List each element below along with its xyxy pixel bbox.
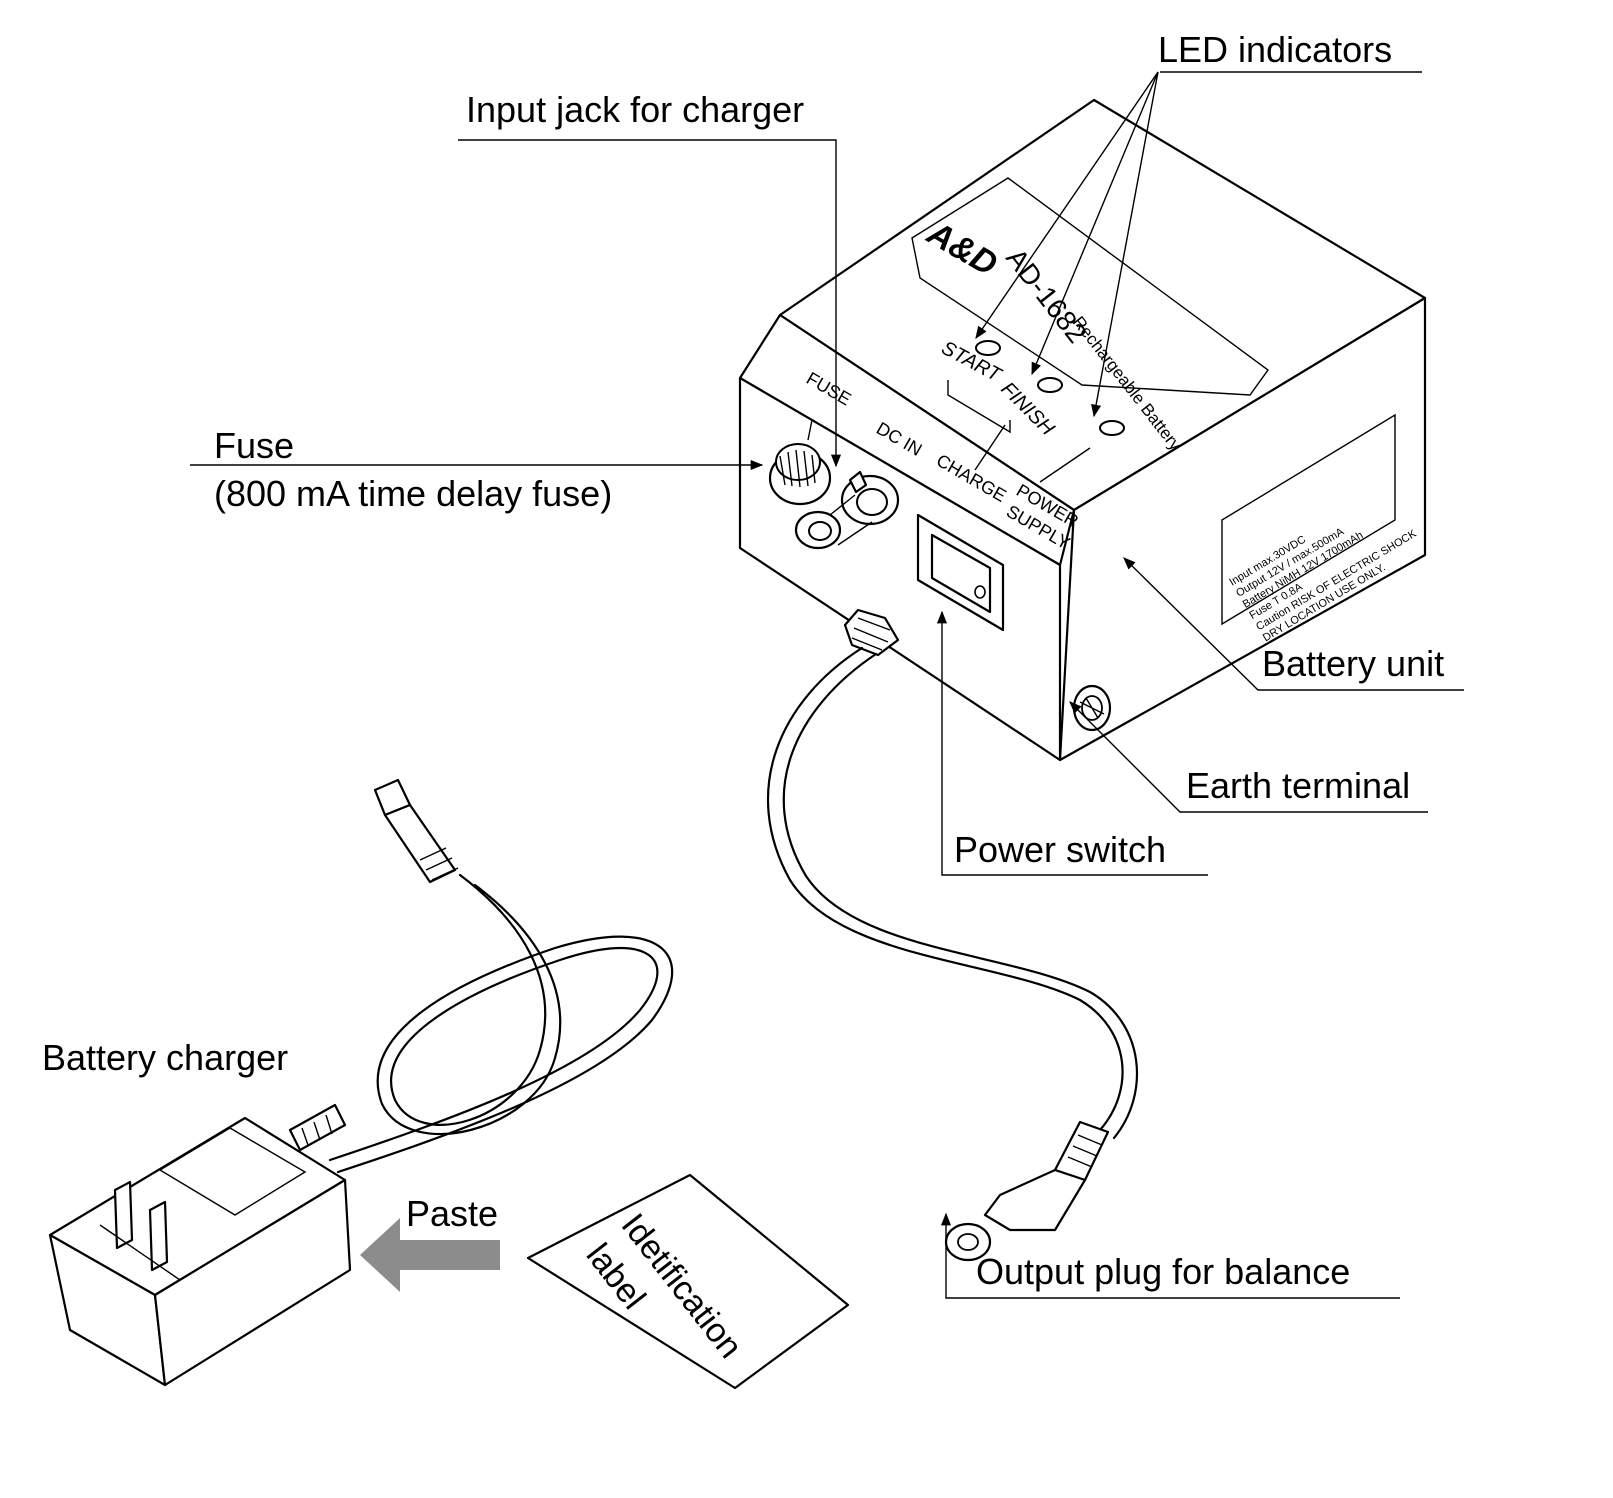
output-cable [767,646,1139,1262]
callout-input-jack: Input jack for charger [466,89,804,130]
dc-in-jack[interactable] [794,470,900,550]
paste-arrow [360,1218,500,1292]
charger-prongs [99,1180,181,1281]
led-start [975,340,1001,356]
power-switch-rocker[interactable] [916,513,1005,632]
output-cable-boot [843,608,900,657]
callout-led-indicators: LED indicators [1158,29,1392,70]
battery-charger [48,778,674,1387]
callout-output-plug: Output plug for balance [976,1251,1350,1292]
callout-fuse-detail: (800 mA time delay fuse) [214,473,612,514]
callout-fuse: Fuse [214,425,294,466]
callout-battery-unit: Battery unit [1262,643,1444,684]
callout-power-switch: Power switch [954,829,1166,870]
output-plug[interactable] [944,1120,1110,1262]
led-power [1099,420,1125,436]
led-finish [1037,377,1063,393]
callout-lines [190,71,1464,1299]
callout-paste: Paste [406,1193,498,1234]
battery-unit: Input max.30VDC Output 12V / max.500mA B… [738,98,1427,762]
callout-earth-terminal: Earth terminal [1186,765,1410,806]
fuse-holder[interactable] [768,443,832,506]
charger-dc-plug [373,778,459,884]
earth-terminal[interactable] [1072,684,1112,732]
identification-label: Idetification label [526,1173,850,1390]
callout-battery-charger: Battery charger [42,1037,288,1078]
